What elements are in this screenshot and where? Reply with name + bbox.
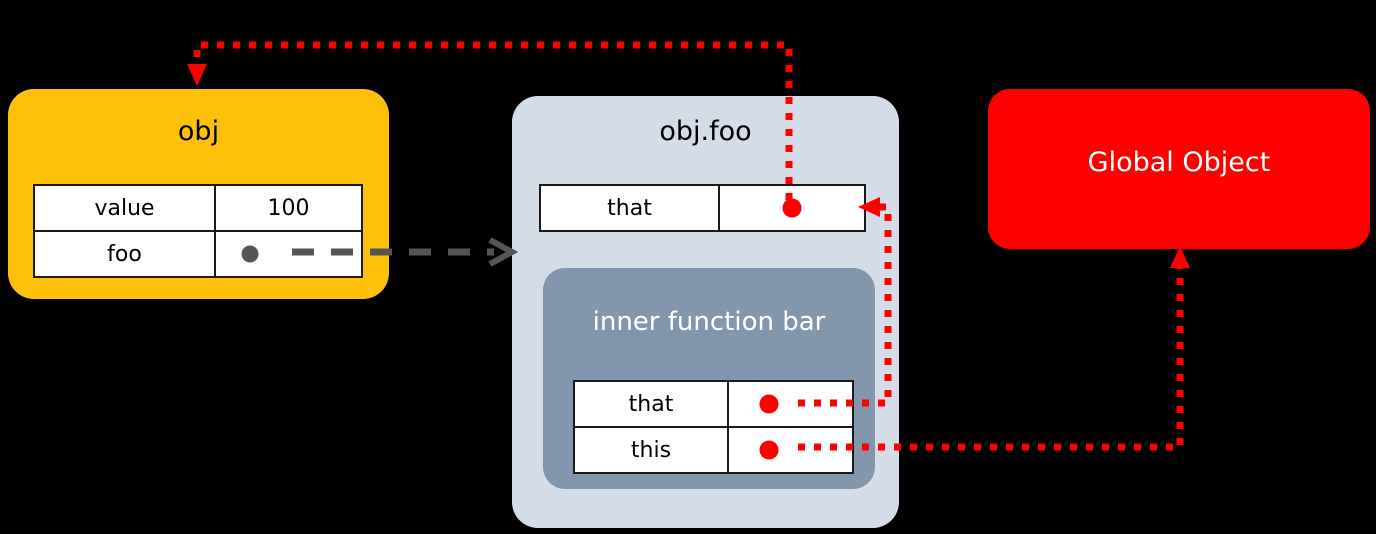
table-row: this	[573, 426, 854, 474]
reference-dot-icon	[759, 394, 779, 414]
obj-row-0-value: 100	[214, 184, 363, 232]
table-row: foo	[33, 230, 363, 278]
global-object-box: Global Object	[988, 89, 1370, 249]
objfoo-row-0-value	[718, 184, 866, 232]
obj-properties-table: value 100 foo	[33, 184, 363, 278]
obj-row-0-key: value	[33, 184, 216, 232]
reference-dot-icon	[759, 440, 779, 460]
reference-dot-icon	[241, 245, 259, 263]
table-row: that	[573, 380, 854, 428]
obj-row-1-value	[214, 230, 363, 278]
inner-function-bar-title: inner function bar	[592, 307, 826, 337]
table-row: value 100	[33, 184, 363, 232]
objfoo-properties-table: that	[539, 184, 866, 232]
obj-box-title: obj	[177, 116, 220, 147]
table-row: that	[539, 184, 866, 232]
objfoo-row-0-key: that	[539, 184, 720, 232]
inner-function-bar-properties-table: that this	[573, 380, 854, 474]
objfoo-box-title: obj.foo	[659, 116, 752, 147]
global-object-title: Global Object	[1087, 147, 1271, 178]
inner-row-1-value	[727, 426, 854, 474]
obj-row-1-key: foo	[33, 230, 216, 278]
reference-dot-icon	[782, 198, 802, 218]
inner-row-0-key: that	[573, 380, 729, 428]
inner-row-0-value	[727, 380, 854, 428]
inner-row-1-key: this	[573, 426, 729, 474]
